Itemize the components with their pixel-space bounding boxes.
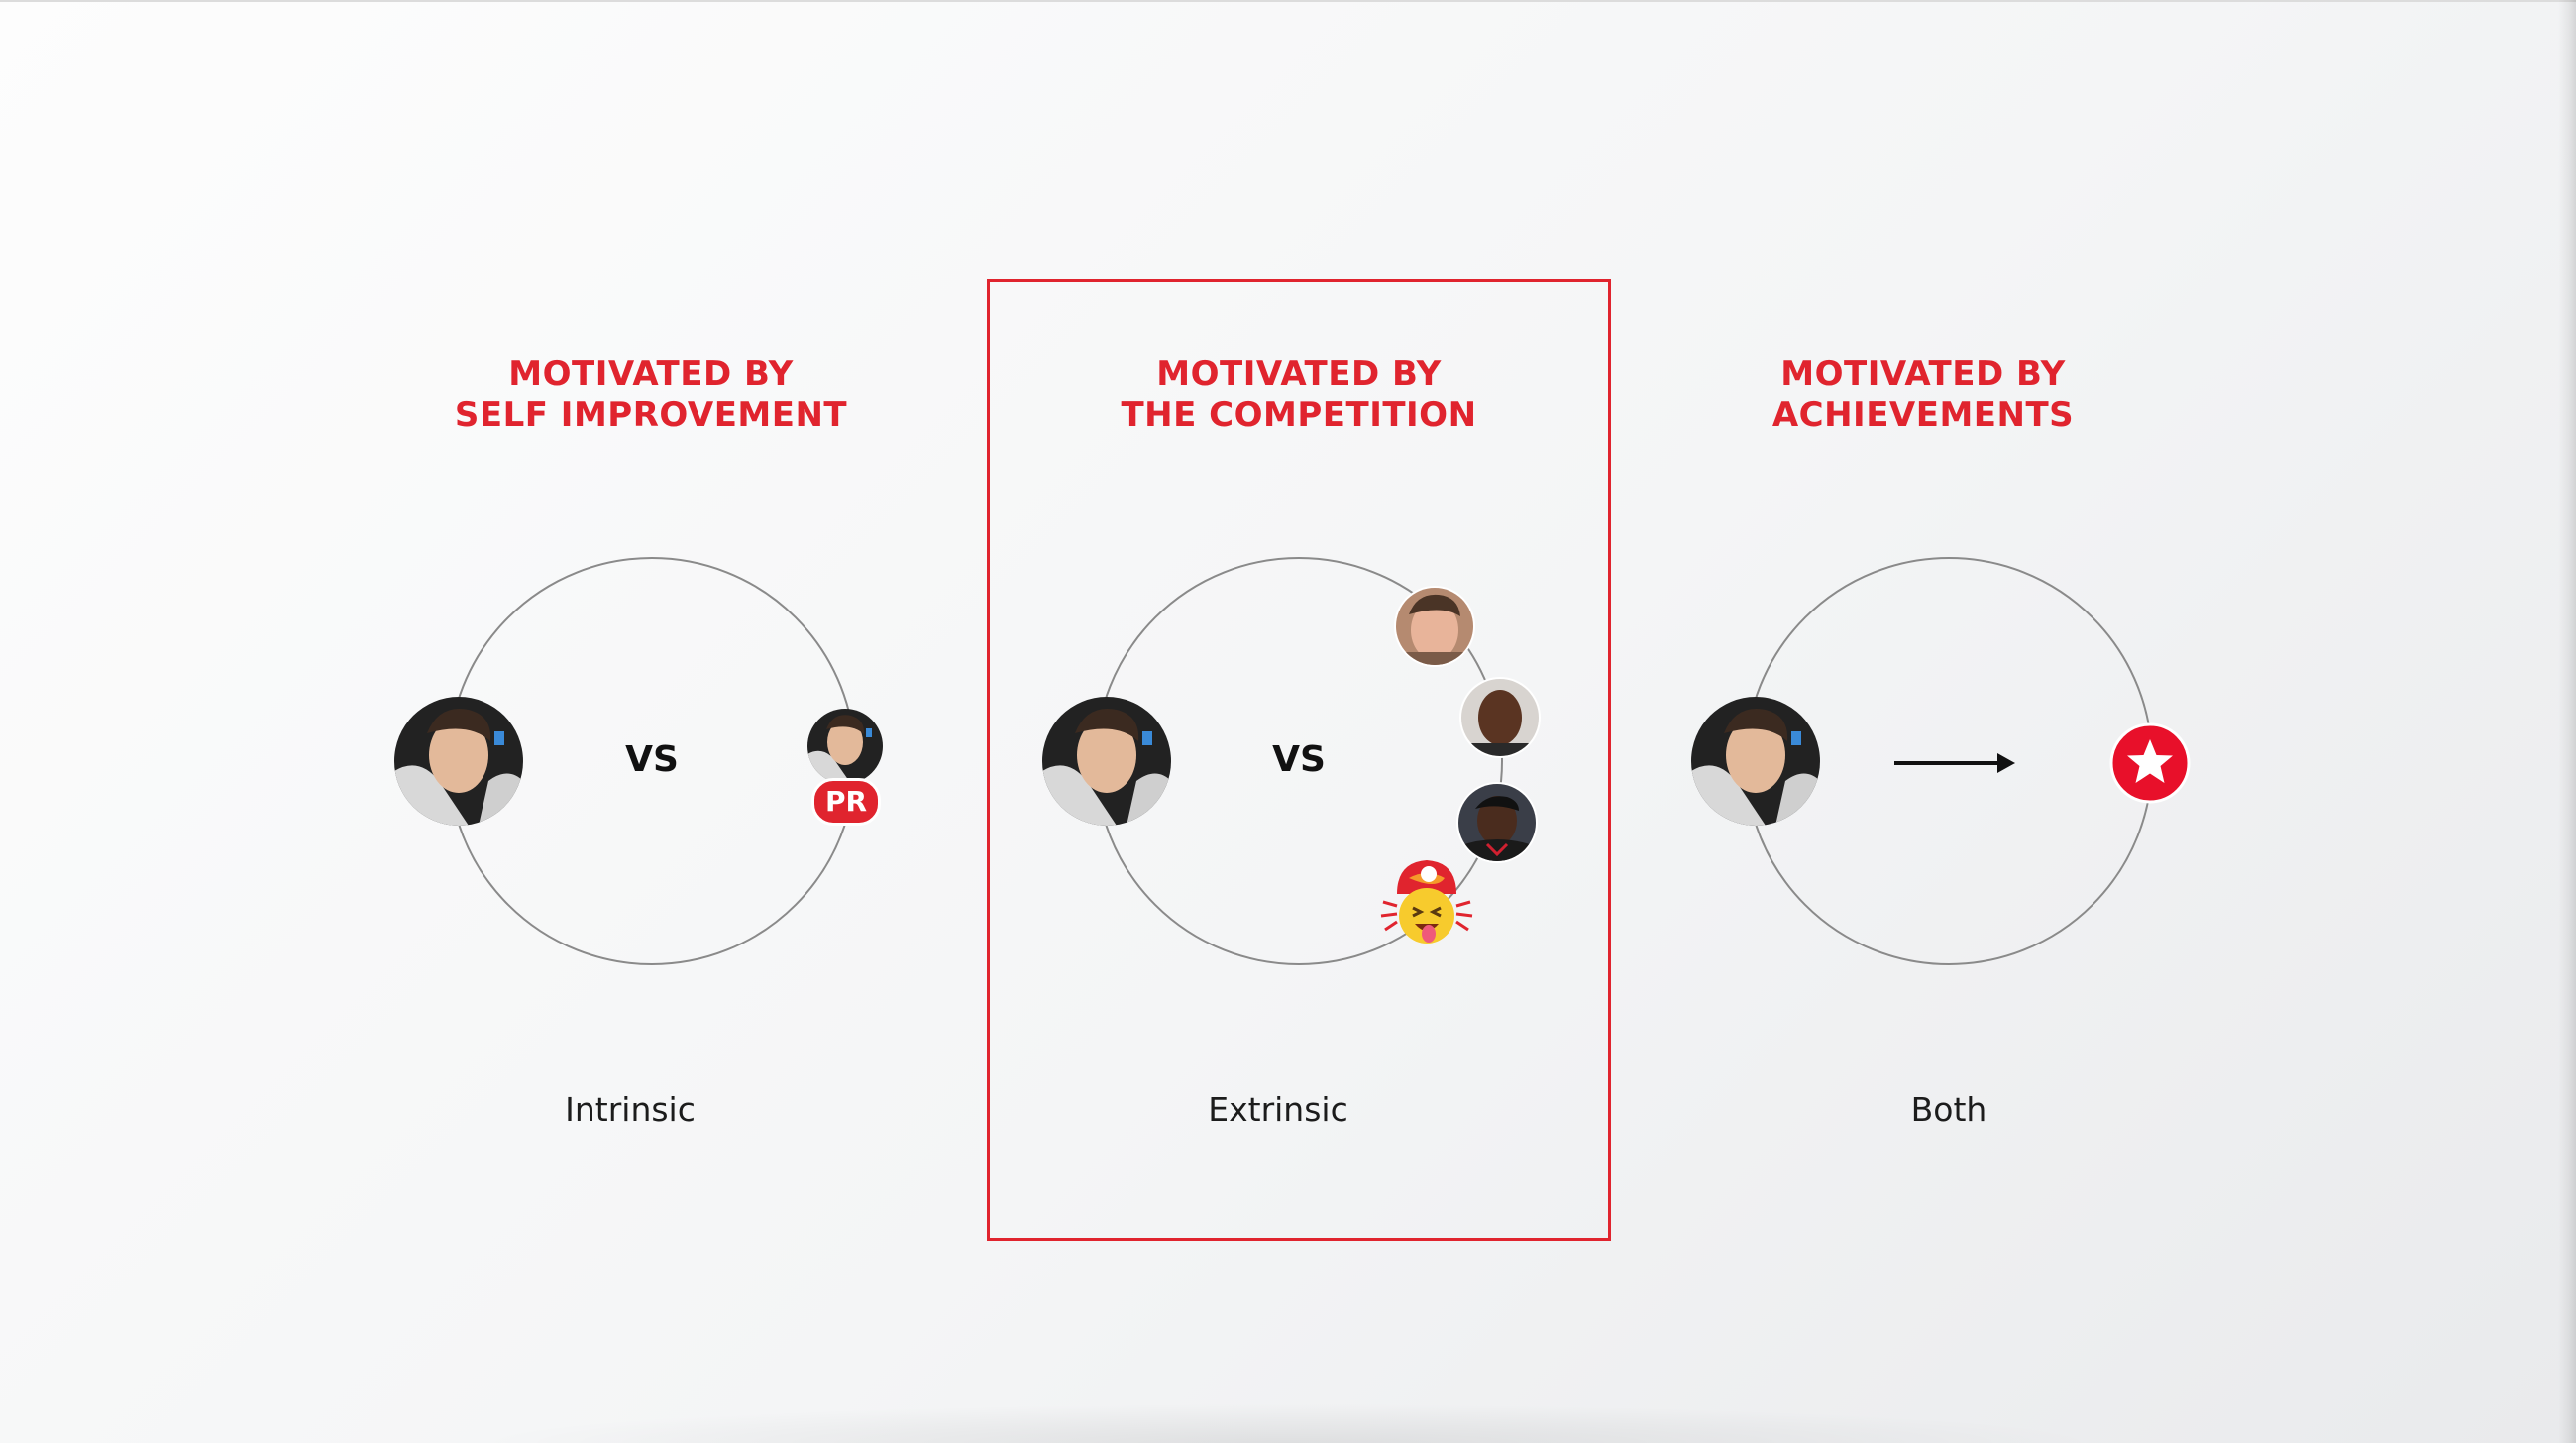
title-line-2: THE COMPETITION bbox=[1121, 395, 1477, 435]
title-line-2: ACHIEVEMENTS bbox=[1771, 395, 2075, 435]
panel-title-self-improvement: MOTIVATED BY SELF IMPROVEMENT bbox=[354, 353, 948, 436]
panel-title-achievements: MOTIVATED BY ACHIEVEMENTS bbox=[1626, 353, 2220, 436]
label-both: Both bbox=[1910, 1090, 1987, 1129]
star-badge-icon bbox=[2109, 722, 2191, 804]
emoji-avatar-icon bbox=[1380, 860, 1473, 944]
user-avatar bbox=[394, 697, 523, 826]
top-border bbox=[0, 0, 2576, 2]
personal-record-badge: PR bbox=[811, 778, 881, 826]
competitor-avatar bbox=[1394, 586, 1475, 667]
vs-connector: VS bbox=[625, 739, 679, 780]
vs-connector: VS bbox=[1272, 739, 1326, 780]
arrow-right-icon bbox=[1894, 753, 2015, 773]
right-edge-shadow bbox=[2558, 0, 2576, 1443]
title-line-1: MOTIVATED BY bbox=[508, 354, 794, 393]
title-line-2: SELF IMPROVEMENT bbox=[454, 395, 848, 435]
competitor-avatar bbox=[1456, 782, 1538, 863]
user-avatar bbox=[1691, 697, 1820, 826]
title-line-1: MOTIVATED BY bbox=[1780, 354, 2066, 393]
label-extrinsic: Extrinsic bbox=[1208, 1090, 1348, 1129]
label-intrinsic: Intrinsic bbox=[565, 1090, 696, 1129]
title-line-1: MOTIVATED BY bbox=[1156, 354, 1442, 393]
bottom-shadow bbox=[466, 1403, 2110, 1443]
panel-title-competition: MOTIVATED BY THE COMPETITION bbox=[1002, 353, 1596, 436]
highlight-box-competition bbox=[987, 279, 1611, 1241]
user-avatar bbox=[1042, 697, 1171, 826]
competitor-avatar bbox=[1459, 677, 1541, 758]
personal-record-avatar bbox=[807, 709, 883, 784]
